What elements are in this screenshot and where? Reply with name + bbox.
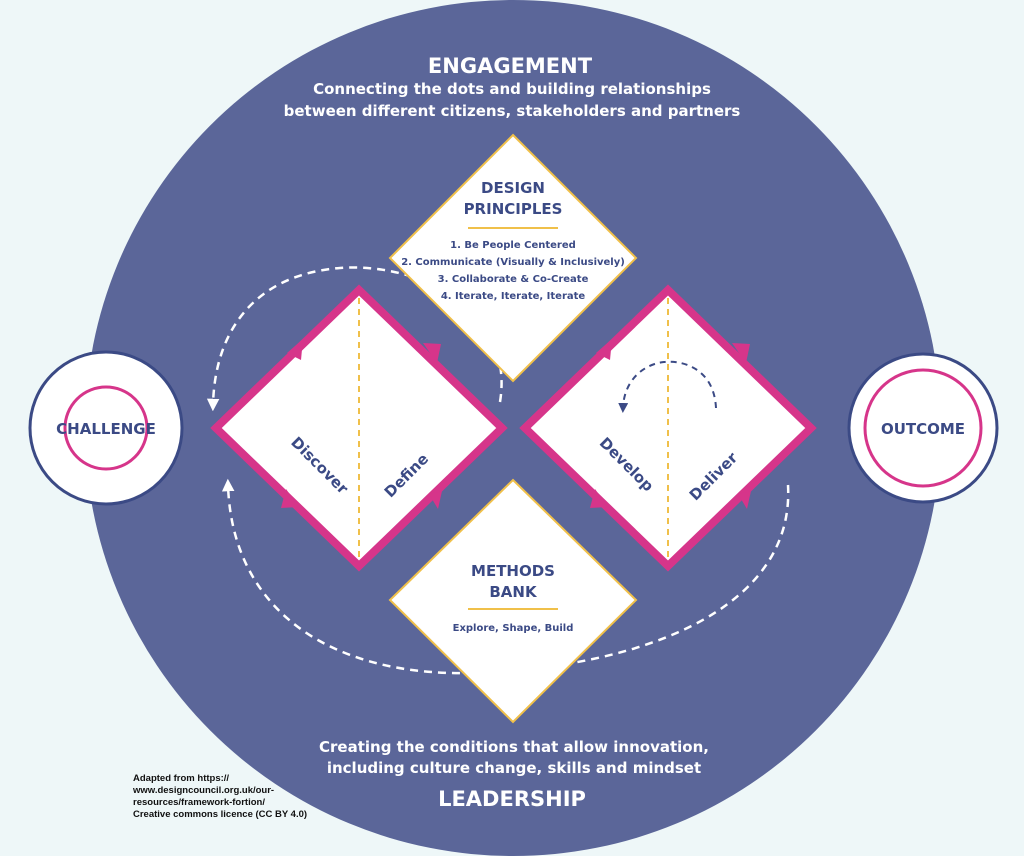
- discover-arrow-up-icon: [287, 339, 303, 360]
- attribution-line: Adapted from https://: [133, 773, 230, 784]
- design-principles-title-2: PRINCIPLES: [464, 200, 563, 218]
- challenge-label: CHALLENGE: [56, 420, 156, 438]
- design-principles-title-1: DESIGN: [481, 179, 545, 197]
- principle-item: 4. Iterate, Iterate, Iterate: [441, 291, 586, 302]
- discover-define-diamond: Discover Define: [210, 284, 508, 572]
- engagement-title: ENGAGEMENT: [428, 54, 593, 78]
- develop-deliver-diamond: Develop Deliver: [519, 284, 817, 572]
- methods-bank-diamond: METHODS BANK Explore, Shape, Build: [388, 478, 638, 724]
- attribution-note: Adapted from https:// www.designcouncil.…: [133, 773, 333, 821]
- iterate-dashed-arrow-icon: [618, 360, 717, 413]
- methods-bank-subtitle: Explore, Shape, Build: [453, 623, 574, 634]
- leadership-line-1: Creating the conditions that allow innov…: [319, 738, 709, 756]
- develop-arrow-up-icon: [596, 339, 612, 360]
- develop-arrow-down-icon: [590, 489, 608, 508]
- principle-item: 3. Collaborate & Co-Create: [438, 274, 589, 285]
- leadership-title: LEADERSHIP: [438, 787, 586, 811]
- leadership-line-2: including culture change, skills and min…: [327, 759, 701, 777]
- attribution-line: resources/framework-fortion/: [133, 797, 265, 808]
- deliver-arrow-down-icon: [732, 343, 750, 363]
- challenge-node: CHALLENGE: [28, 350, 184, 506]
- engagement-line-1: Connecting the dots and building relatio…: [313, 80, 711, 98]
- methods-bank-title-2: BANK: [489, 583, 538, 601]
- discover-arrow-down-icon: [281, 489, 299, 508]
- deliver-arrow-up-icon: [738, 491, 751, 509]
- principle-item: 2. Communicate (Visually & Inclusively): [401, 257, 625, 268]
- design-principles-diamond: DESIGN PRINCIPLES 1. Be People Centered …: [388, 133, 638, 383]
- outcome-label: OUTCOME: [881, 420, 965, 438]
- principle-item: 1. Be People Centered: [450, 240, 576, 251]
- define-arrow-down-icon: [423, 343, 441, 363]
- engagement-line-2: between different citizens, stakeholders…: [284, 102, 741, 120]
- outcome-node: OUTCOME: [847, 352, 999, 504]
- methods-bank-title-1: METHODS: [471, 562, 555, 580]
- attribution-line: Creative commons licence (CC BY 4.0): [133, 809, 308, 820]
- engagement-leadership-circle: [85, 0, 941, 856]
- define-arrow-up-icon: [429, 491, 442, 509]
- attribution-line: www.designcouncil.org.uk/our-: [133, 785, 275, 796]
